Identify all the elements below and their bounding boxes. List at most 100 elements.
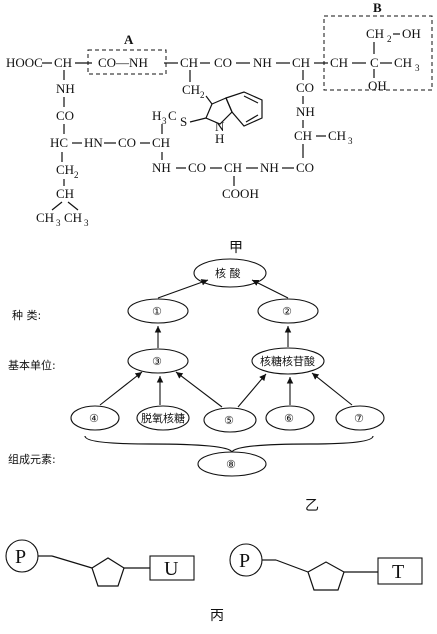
- oh-top: OH: [402, 26, 421, 41]
- n-label: N: [215, 119, 225, 134]
- row-label-element: 组成元素:: [8, 452, 56, 466]
- co-bottom-2: CO: [296, 160, 314, 175]
- base-t-label: T: [392, 561, 404, 583]
- ch-2: CH: [180, 55, 198, 70]
- ch-leu: CH: [56, 186, 74, 201]
- node-nucleic-acid: [193, 258, 267, 288]
- svg-text:3: 3: [348, 136, 353, 146]
- arrow-4-to-3: [99, 371, 143, 406]
- nucleotide-diagram: P U P T 丙: [5, 539, 423, 624]
- ch-right: CH: [294, 128, 312, 143]
- s-label: S: [180, 114, 187, 129]
- node-6-label: ⑥: [284, 412, 294, 425]
- ch2-trp: CH: [182, 82, 200, 97]
- nh-bottom-2: NH: [260, 160, 279, 175]
- ch3-b: CH: [394, 55, 412, 70]
- label-b: B: [373, 0, 382, 15]
- node-7-label: ⑦: [354, 412, 364, 425]
- node-3: [127, 348, 189, 374]
- node-8-label: ⑧: [226, 458, 236, 471]
- nh-left: NH: [56, 81, 75, 96]
- label-jia: 甲: [229, 240, 243, 256]
- caption-yi: 乙: [305, 498, 319, 514]
- box-a: [87, 49, 167, 75]
- pentose-right: [307, 561, 345, 591]
- node-ribonucleotide: [251, 347, 325, 375]
- nh-right: NH: [296, 104, 315, 119]
- node-4: [70, 405, 120, 431]
- caption-bing: 丙: [210, 608, 224, 624]
- ch-bottom: CH: [224, 160, 242, 175]
- node-5: [203, 407, 257, 433]
- node-5-label: ⑤: [224, 414, 234, 427]
- svg-text:3: 3: [84, 218, 89, 228]
- row-label-unit: 基本单位:: [8, 358, 56, 372]
- node-deoxyribose-label: 脱氧核糖: [141, 411, 185, 425]
- co-bottom: CO: [188, 160, 206, 175]
- nh-bottom: NH: [152, 160, 171, 175]
- node-8: [197, 451, 267, 477]
- node-3-label: ③: [152, 355, 162, 368]
- svg-text:2: 2: [387, 34, 392, 44]
- ch-1: CH: [54, 55, 72, 70]
- pyrrole-ring: [205, 97, 233, 125]
- arrow-1-to-top: [157, 279, 209, 299]
- hn-text: HN: [84, 135, 103, 150]
- base-t-box: [377, 557, 423, 585]
- svg-text:C: C: [168, 108, 177, 123]
- arrow-2-to-top: [251, 279, 289, 299]
- bracket: [84, 435, 374, 454]
- nucleic-acid-diagram: 甲 核 酸 ① ② ③ 核糖核苷酸 ④ 脱氧核糖 ⑤ ⑥ ⑦ ⑧: [8, 240, 385, 514]
- benzene-ring: [225, 91, 263, 127]
- co-nh-text: CO—NH: [98, 55, 148, 70]
- svg-text:3: 3: [415, 63, 420, 73]
- ch-3: CH: [292, 55, 310, 70]
- node-6: [265, 405, 315, 431]
- co-1: CO: [214, 55, 232, 70]
- svg-text:CH: CH: [64, 210, 82, 225]
- hooc-text: HOOC: [6, 55, 43, 70]
- ch2-leu: CH: [56, 162, 74, 177]
- node-1: [127, 298, 189, 324]
- h3c-text: H: [152, 108, 161, 123]
- svg-text:2: 2: [200, 90, 205, 100]
- ch2oh-text: CH: [366, 26, 384, 41]
- node-2-label: ②: [282, 305, 292, 318]
- row-label-kind: 种 类:: [12, 308, 41, 322]
- arrow-7-to-ribo: [311, 372, 353, 406]
- pentose-left: [91, 557, 125, 587]
- peptide-structure: A B HOOC CH CO—NH CH CO NH CH CH C CH 3 …: [6, 0, 433, 228]
- svg-text:3: 3: [56, 218, 61, 228]
- phosphate-left-label: P: [15, 546, 26, 568]
- node-deoxyribose: [136, 405, 190, 431]
- node-2: [257, 298, 319, 324]
- svg-text:3: 3: [162, 116, 167, 126]
- node-ribonucleotide-label: 核糖核苷酸: [260, 354, 315, 368]
- ch3ch3-text: CH: [36, 210, 54, 225]
- c-b: C: [370, 55, 379, 70]
- cooh-text: COOH: [222, 186, 259, 201]
- h-label: H: [215, 131, 224, 146]
- node-1-label: ①: [152, 305, 162, 318]
- base-u-label: U: [164, 558, 179, 580]
- co-mid: CO: [118, 135, 136, 150]
- ch-4: CH: [330, 55, 348, 70]
- base-u-box: [149, 555, 195, 581]
- node-4-label: ④: [89, 412, 99, 425]
- co-left: CO: [56, 108, 74, 123]
- node-7: [335, 405, 385, 431]
- ch-mid: CH: [152, 135, 170, 150]
- nh-1: NH: [253, 55, 272, 70]
- arrow-5-to-3: [175, 371, 223, 408]
- co-right: CO: [296, 80, 314, 95]
- hc-left: HC: [50, 135, 68, 150]
- label-a: A: [124, 32, 134, 47]
- svg-text:2: 2: [74, 170, 79, 180]
- ch3-right: CH: [328, 128, 346, 143]
- node-nucleic-acid-label: 核 酸: [215, 266, 241, 280]
- oh-bottom: OH: [368, 78, 387, 93]
- phosphate-right-label: P: [239, 550, 250, 572]
- arrow-5-to-ribo: [237, 373, 267, 408]
